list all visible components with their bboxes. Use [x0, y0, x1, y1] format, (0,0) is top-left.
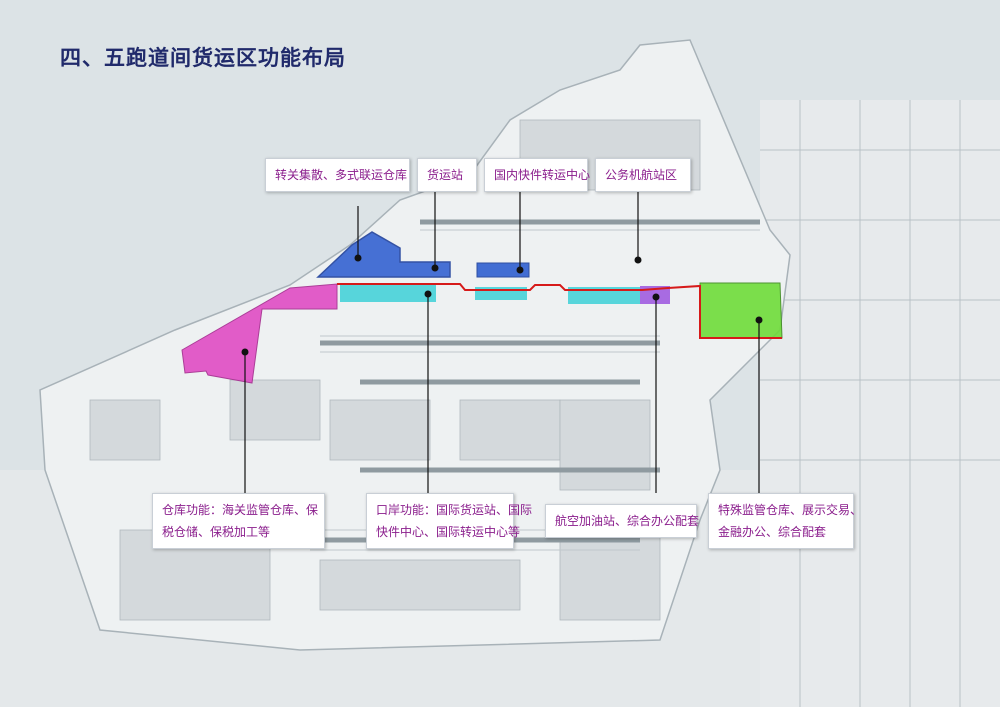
eastern-roads	[760, 100, 1000, 707]
zone-special-supervision	[699, 282, 783, 339]
callout-warehouse-line2: 税仓储、保税加工等	[162, 525, 271, 539]
callout-port-line2: 快件中心、国际转运中心等	[376, 525, 521, 539]
eastern-land	[760, 100, 1000, 707]
zone-transfer-multimodal	[316, 231, 451, 278]
zone-port-middle	[475, 287, 527, 300]
page-title: 四、五跑道间货运区功能布局	[60, 46, 346, 70]
callout-cargo-station-text: 货运站	[427, 168, 464, 182]
callout-warehouse-function: 仓库功能：海关监管仓库、保 税仓储、保税加工等	[152, 493, 325, 549]
callout-warehouse-line1: 仓库功能：海关监管仓库、保	[162, 503, 319, 517]
zone-port-east	[568, 287, 640, 304]
callout-fuel-office-text: 航空加油站、综合办公配套	[555, 514, 700, 528]
callout-cargo-station: 货运站	[417, 158, 477, 192]
zone-domestic-express	[476, 262, 530, 278]
apron-blocks	[89, 119, 701, 621]
callout-special-line2: 金融办公、综合配套	[718, 525, 827, 539]
callout-transfer-multimodal: 转关集散、多式联运仓库	[265, 158, 410, 192]
callout-fuel-office: 航空加油站、综合办公配套	[545, 504, 700, 538]
callout-special-supervision: 特殊监管仓库、展示交易、 金融办公、综合配套	[708, 493, 863, 549]
callout-business-aviation: 公务机航站区	[595, 158, 691, 192]
zone-port-west	[340, 284, 436, 302]
leader-lines	[244, 190, 760, 493]
callout-transfer-multimodal-text: 转关集散、多式联运仓库	[275, 168, 408, 182]
callout-port-line1: 口岸功能：国际货运站、国际	[376, 503, 533, 517]
callout-domestic-express-text: 国内快件转运中心	[494, 168, 591, 182]
callout-port-function: 口岸功能：国际货运站、国际 快件中心、国际转运中心等	[366, 493, 533, 549]
zone-bonded-warehouse	[181, 283, 338, 384]
cargo-area-boundary	[337, 283, 782, 339]
callout-domestic-express: 国内快件转运中心	[484, 158, 591, 192]
callout-special-line1: 特殊监管仓库、展示交易、	[718, 503, 863, 517]
callout-business-aviation-text: 公务机航站区	[605, 168, 678, 182]
leader-dots	[241, 254, 763, 356]
